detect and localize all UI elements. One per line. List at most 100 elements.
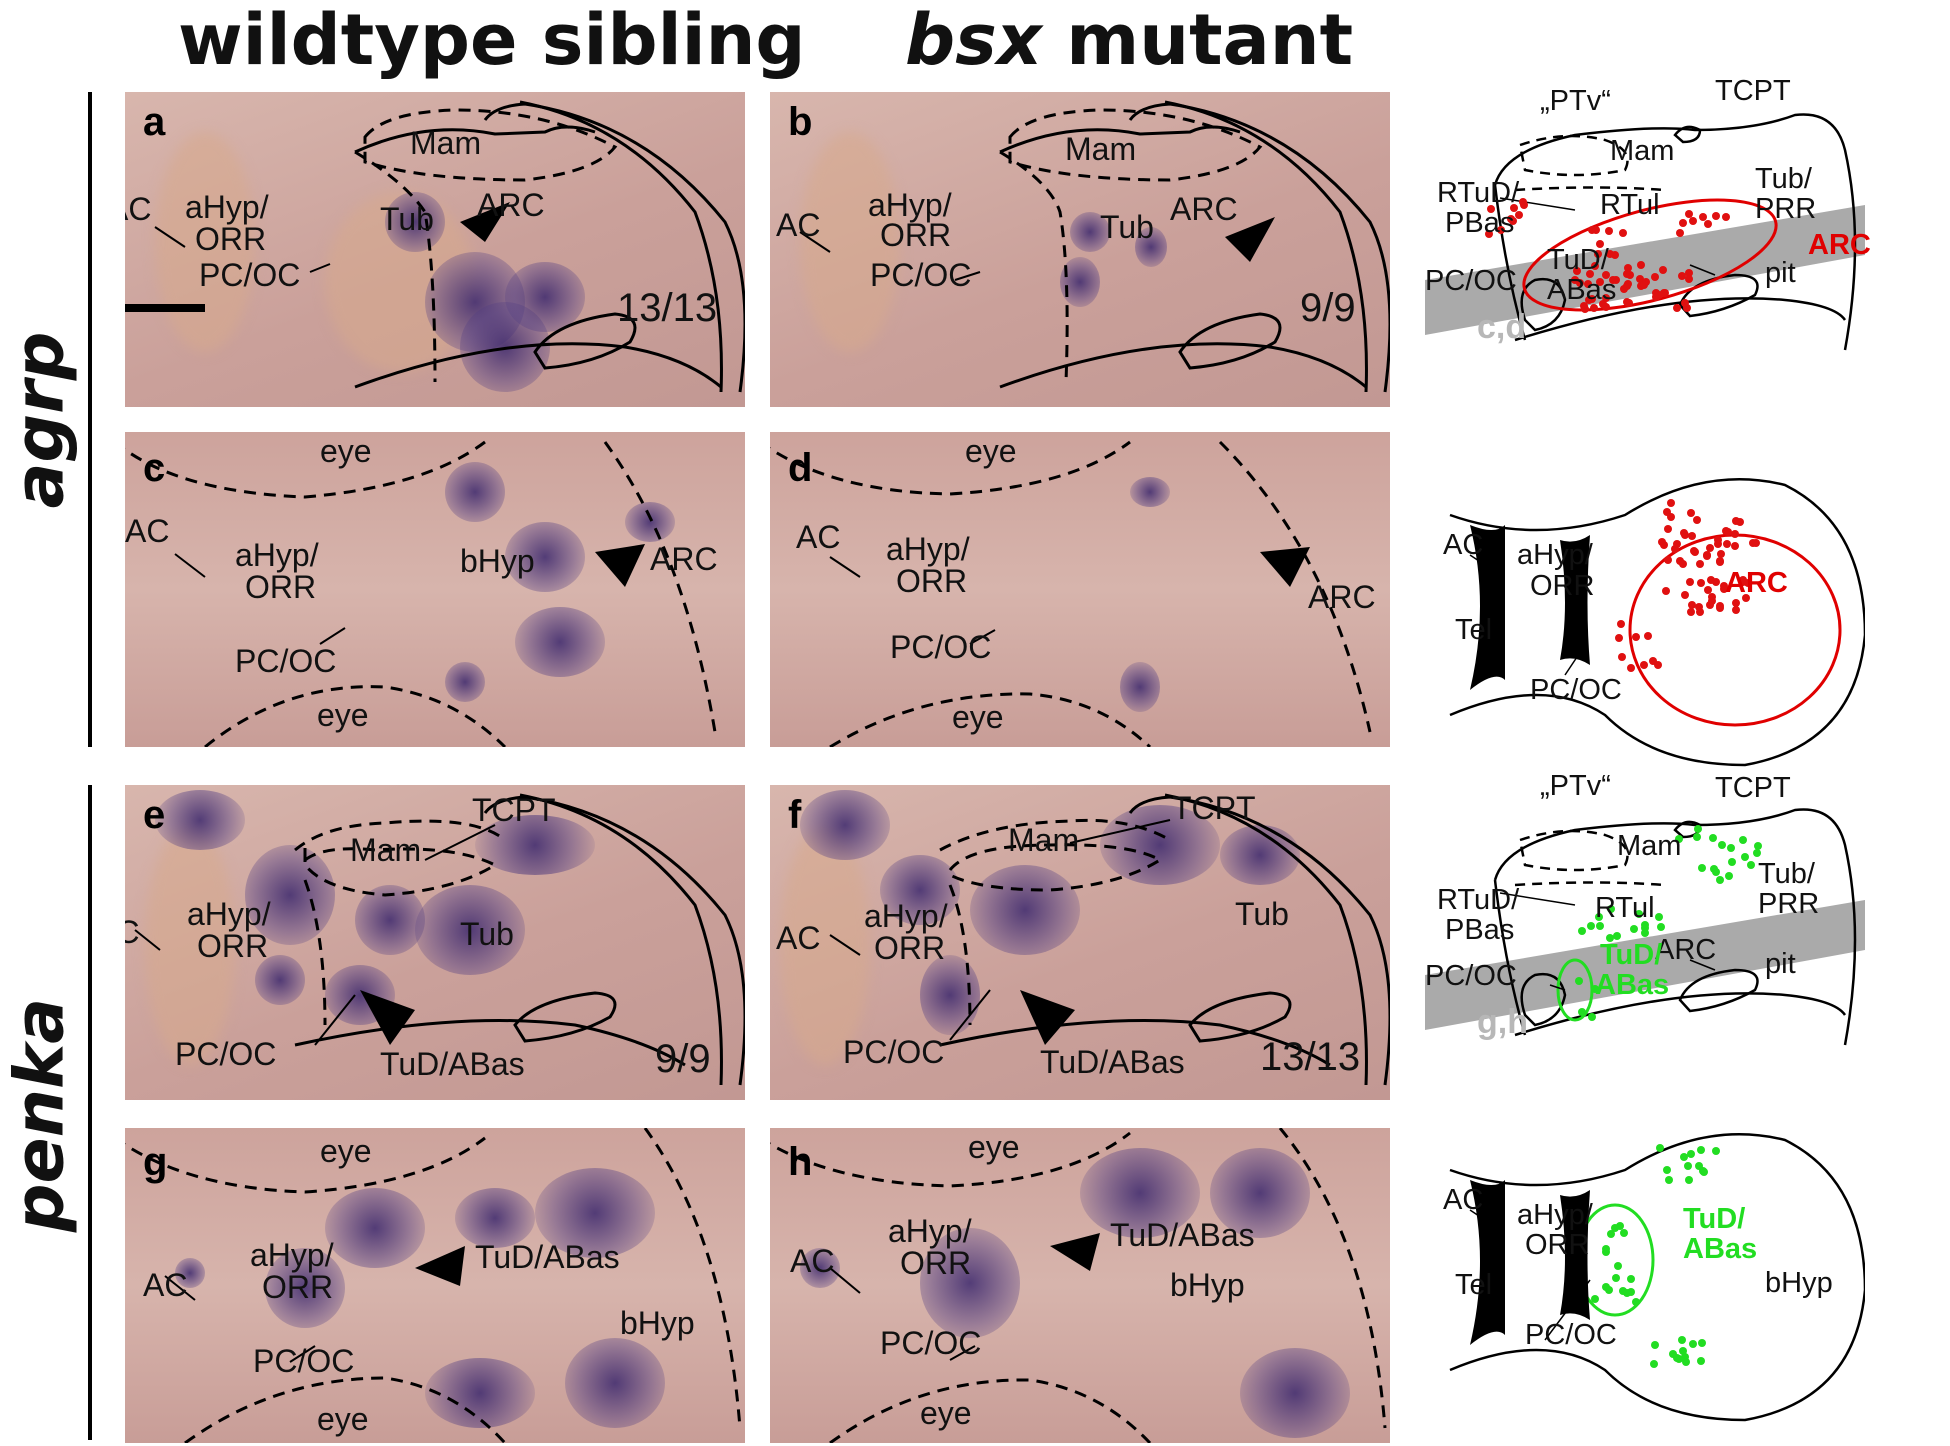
expression-dot — [1520, 201, 1529, 210]
expression-dot — [1615, 634, 1624, 643]
label-arc: ARC — [477, 187, 545, 223]
panel-letter: e — [143, 793, 166, 837]
expression-dot — [1689, 1340, 1698, 1349]
expression-dot — [1664, 525, 1673, 534]
expression-dot — [1591, 984, 1600, 993]
expression-dot — [1608, 276, 1617, 285]
expression-dot — [1618, 229, 1627, 238]
label-ptv: „PTv“ — [1540, 85, 1611, 117]
label-mam: Mam — [410, 125, 482, 161]
label-ahyp: aHyp/ — [1517, 1199, 1593, 1231]
expression-dot — [1594, 912, 1603, 921]
label-section-plane: c,d — [1477, 308, 1527, 346]
expression-dot — [1711, 578, 1720, 587]
expression-dot — [1596, 239, 1605, 248]
expression-dot — [1680, 1353, 1689, 1362]
panel-e: e TCPT Mam AC aHyp/ ORR Tub PC/OC TuD/AB… — [125, 785, 745, 1100]
panel-d: d eye AC aHyp/ ORR ARC PC/OC eye — [770, 432, 1390, 747]
expression-dot — [1662, 508, 1671, 517]
label-ac: AC — [1443, 1184, 1484, 1216]
label-mam: Mam — [1065, 131, 1137, 167]
label-tub: Tub — [460, 916, 514, 952]
expression-dot — [1651, 1340, 1660, 1349]
expression-dot — [1703, 551, 1712, 560]
expression-dot — [1682, 303, 1691, 312]
specimen-ratio: 13/13 — [1260, 1035, 1361, 1079]
expression-dot — [1666, 499, 1675, 508]
expression-dot — [1677, 271, 1686, 280]
specimen-ratio: 9/9 — [1300, 286, 1356, 330]
expression-dot — [1673, 1354, 1682, 1363]
expression-dot — [1659, 288, 1668, 297]
expression-dot — [1712, 1147, 1721, 1156]
expression-dot — [1640, 928, 1649, 937]
label-tud: TuD/ — [1600, 939, 1663, 971]
label-pcoc: PC/OC — [235, 643, 337, 679]
expression-dot — [1624, 264, 1633, 273]
expression-dot — [1610, 1223, 1619, 1232]
expression-dot — [1484, 230, 1493, 239]
expression-dot — [1607, 1229, 1616, 1238]
expression-dot — [1644, 631, 1653, 640]
panel-letter: b — [788, 100, 813, 144]
panel-h-outline — [770, 1128, 1387, 1443]
label-tud: TuD/ — [1683, 1203, 1746, 1235]
label-bhyp: bHyp — [1765, 1267, 1833, 1299]
expression-dot — [1595, 277, 1604, 286]
label-rtud: RTuD/ — [1437, 884, 1520, 916]
expression-dot — [1719, 585, 1728, 594]
expression-dot — [1613, 931, 1622, 940]
expression-dot — [1672, 540, 1681, 549]
expression-dot — [1586, 921, 1595, 930]
expression-dot — [1685, 577, 1694, 586]
label-abas: ABas — [1683, 1233, 1758, 1265]
expression-dot — [1716, 602, 1725, 611]
expression-dot — [1606, 934, 1615, 943]
expression-dot — [1727, 857, 1736, 866]
panel-c-outline — [125, 440, 717, 747]
expression-dot — [1606, 905, 1615, 914]
label-mam: Mam — [1008, 822, 1080, 858]
schematic-penka-lateral-drawing — [1425, 808, 1865, 1046]
expression-dot — [1684, 268, 1693, 277]
label-pcoc: PC/OC — [199, 257, 301, 293]
label-orr: ORR — [245, 569, 317, 605]
expression-dot — [1684, 274, 1693, 283]
expression-dot — [1649, 1359, 1658, 1368]
panel-f-outline — [829, 793, 1390, 1086]
expression-dot — [1732, 605, 1740, 614]
panel-letter: g — [143, 1140, 168, 1184]
expression-dot — [1754, 842, 1763, 851]
expression-dot — [1669, 1349, 1678, 1358]
expression-dot — [1731, 599, 1740, 608]
label-ac: AC — [790, 1243, 835, 1279]
panel-g-outline — [125, 1128, 742, 1443]
row-title-penka: penka — [0, 997, 80, 1233]
expression-dot — [1616, 620, 1625, 629]
label-ahyp: aHyp/ — [187, 896, 271, 932]
label-rtul: RTul — [1600, 189, 1660, 221]
expression-dot — [1708, 597, 1717, 606]
label-ac: AC — [796, 519, 841, 555]
expression-dot — [1688, 217, 1697, 226]
column-title-gene: bsx — [905, 0, 1042, 81]
label-arc: ARC — [1308, 579, 1376, 615]
expression-dot — [1587, 1013, 1596, 1022]
label-ahyp: aHyp/ — [868, 187, 952, 223]
label-pcoc: PC/OC — [843, 1034, 945, 1070]
schematic-penka-lateral: „PTv“ TCPT Mam RTuD/ PBas RTul Tub/ PRR … — [1425, 771, 1865, 1105]
schematic-agrp-dorsal: AC aHyp/ ORR Tel PC/OC ARC — [1425, 465, 1865, 785]
expression-dot — [1679, 528, 1688, 537]
expression-dot — [1648, 657, 1657, 666]
label-tcpt: TCPT — [1172, 790, 1256, 826]
expression-dot — [1570, 276, 1579, 285]
row-divider-penka — [88, 785, 92, 1440]
label-abas: ABas — [1595, 969, 1670, 1001]
expression-dot — [1679, 560, 1688, 569]
panel-b: b Mam AC aHyp/ ORR Tub ARC PC/OC 9/9 — [770, 92, 1390, 407]
expression-dot — [1698, 863, 1706, 872]
schematic-penka-dorsal: AC aHyp/ ORR Tel PC/OC TuD/ ABas bHyp — [1425, 1120, 1865, 1440]
expression-dot — [1678, 1335, 1687, 1344]
expression-dot — [1706, 543, 1715, 552]
label-orr: ORR — [1525, 1229, 1590, 1261]
